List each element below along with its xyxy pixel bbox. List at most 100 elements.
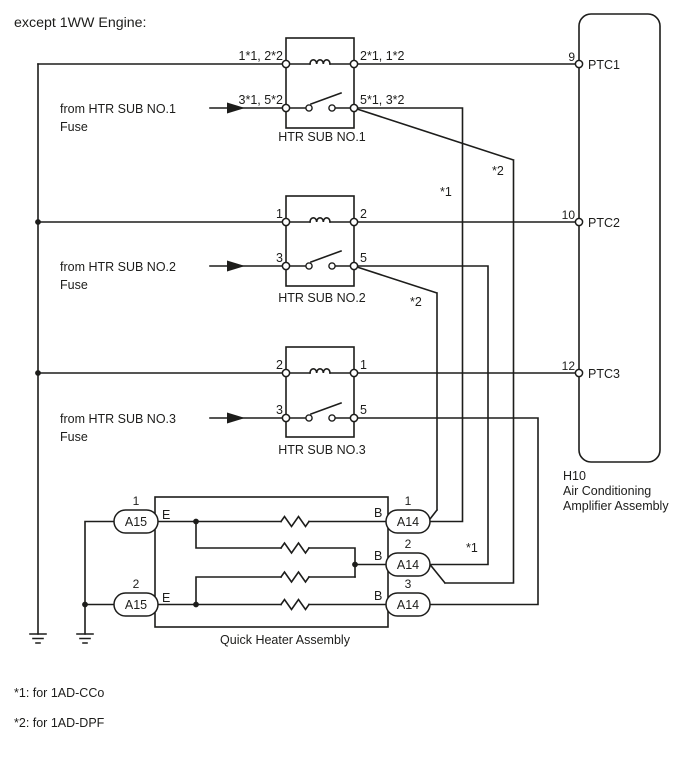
- relay3-feed-line2: Fuse: [60, 430, 88, 444]
- coil2-icon: [309, 217, 331, 223]
- a14-2-number: 2: [405, 537, 412, 551]
- tag-relay1-route1: *1: [440, 185, 452, 199]
- relay1-switch-left-label: 3*1, 5*2: [239, 93, 284, 107]
- relay2-switch-pin-right: [349, 261, 359, 271]
- feed2-arrow-icon: [227, 260, 245, 272]
- switch1-blade-icon: [309, 91, 343, 106]
- relay1-coil-pin-left: [281, 59, 291, 69]
- switch3-blade-icon: [309, 401, 343, 416]
- ptc3-pin-number: 12: [562, 359, 576, 373]
- ptc3-pin: [574, 368, 584, 378]
- junction-dot: [35, 219, 41, 225]
- footnote-1: *1: for 1AD-CCo: [14, 686, 104, 700]
- relay2-feed-line1: from HTR SUB NO.2: [60, 260, 176, 274]
- wire-heater-row2: [195, 520, 387, 578]
- relay3-switch-right-label: 5: [360, 403, 367, 417]
- switch2-blade-icon: [309, 249, 343, 264]
- connector-a15-1: [113, 509, 159, 534]
- relay2-coil-pin-left: [281, 217, 291, 227]
- relay3-feed-line1: from HTR SUB NO.3: [60, 412, 176, 426]
- feed3-arrow-icon: [227, 412, 245, 424]
- relay1-coil-right-label: 2*1, 1*2: [360, 49, 405, 63]
- relay1-switch-right-label: 5*1, 3*2: [360, 93, 405, 107]
- ptc1-pin-name: PTC1: [588, 58, 620, 72]
- a14-3-terminal: B: [374, 589, 382, 603]
- a15-2-terminal: E: [162, 591, 170, 605]
- connector-a14-2: [385, 552, 431, 577]
- a14-2-label: A14: [397, 558, 419, 572]
- relay3-switch-pin-left: [281, 413, 291, 423]
- a15-2-label: A15: [125, 598, 147, 612]
- relay1-feed-line1: from HTR SUB NO.1: [60, 102, 176, 116]
- tag-relay2-route2: *2: [410, 295, 422, 309]
- ptc3-pin-name: PTC3: [588, 367, 620, 381]
- a14-2-terminal: B: [374, 549, 382, 563]
- wire-relay2-route1: [353, 265, 489, 566]
- switch1-contact-right-icon: [328, 104, 336, 112]
- relay3-coil-left-label: 2: [276, 358, 283, 372]
- tag-relay1-route2: *2: [492, 164, 504, 178]
- junction-dot: [193, 601, 199, 608]
- relay3-name: HTR SUB NO.3: [278, 443, 366, 457]
- resistor4-icon: [279, 598, 311, 611]
- footnote-2: *2: for 1AD-DPF: [14, 716, 105, 730]
- relay1-box: [285, 37, 355, 129]
- a14-3-number: 3: [405, 577, 412, 591]
- a15-2-number: 2: [133, 577, 140, 591]
- wire-relay3-route: [353, 417, 539, 606]
- ptc2-pin: [574, 217, 584, 227]
- wire-a15-ground: [84, 520, 115, 635]
- quick-heater-box: [154, 496, 389, 628]
- coil3-icon: [309, 368, 331, 374]
- ptc1-pin-number: 9: [568, 50, 575, 64]
- switch2-contact-right-icon: [328, 262, 336, 270]
- junction-dot: [35, 370, 41, 376]
- relay2-switch-left-label: 3: [276, 251, 283, 265]
- resistor3-icon: [279, 570, 311, 584]
- a15-1-number: 1: [133, 494, 140, 508]
- amplifier-id: H10: [563, 469, 586, 483]
- resistor2-icon: [279, 541, 311, 555]
- tag-relay2-route1: *1: [466, 541, 478, 555]
- relay3-coil-pin-left: [281, 368, 291, 378]
- resistor1-icon: [279, 515, 311, 528]
- page-title: except 1WW Engine:: [14, 15, 146, 31]
- ptc2-pin-number: 10: [562, 208, 576, 222]
- relay2-feed-line2: Fuse: [60, 278, 88, 292]
- connector-a14-1: [385, 509, 431, 534]
- wire-relay2-route2: [352, 264, 439, 521]
- relay3-switch-pin-right: [349, 413, 359, 423]
- relay2-name: HTR SUB NO.2: [278, 291, 366, 305]
- relay1-switch-pin-right: [349, 103, 359, 113]
- relay3-coil-right-label: 1: [360, 358, 367, 372]
- relay2-coil-pin-right: [349, 217, 359, 227]
- amplifier-name-line2: Amplifier Assembly: [563, 499, 669, 513]
- relay3-switch-left-label: 3: [276, 403, 283, 417]
- symbols: [29, 59, 584, 644]
- relay1-switch-pin-left: [281, 103, 291, 113]
- relay2-coil-right-label: 2: [360, 207, 367, 221]
- switch1-contact-left-icon: [305, 104, 313, 112]
- a14-3-label: A14: [397, 598, 419, 612]
- junction-dot: [193, 518, 199, 525]
- ptc1-pin: [574, 59, 584, 69]
- ground-icon-bus: [29, 633, 47, 644]
- relay1-coil-left-label: 1*1, 2*2: [239, 49, 284, 63]
- amplifier-name-line1: Air Conditioning: [563, 484, 651, 498]
- heater-name: Quick Heater Assembly: [220, 633, 351, 647]
- relay1-name: HTR SUB NO.1: [278, 130, 366, 144]
- connector-a15-2: [113, 592, 159, 617]
- wire-heater-row3: [195, 576, 356, 606]
- relay3-box: [285, 346, 355, 438]
- ground-icon-heater: [76, 633, 94, 644]
- switch3-contact-left-icon: [305, 414, 313, 422]
- wire-relay1-route1: [353, 107, 464, 523]
- junction-dot: [352, 561, 358, 568]
- switch2-contact-left-icon: [305, 262, 313, 270]
- a15-1-label: A15: [125, 515, 147, 529]
- a14-1-number: 1: [405, 494, 412, 508]
- relay3-coil-pin-right: [349, 368, 359, 378]
- relay2-box: [285, 195, 355, 287]
- ptc2-pin-name: PTC2: [588, 216, 620, 230]
